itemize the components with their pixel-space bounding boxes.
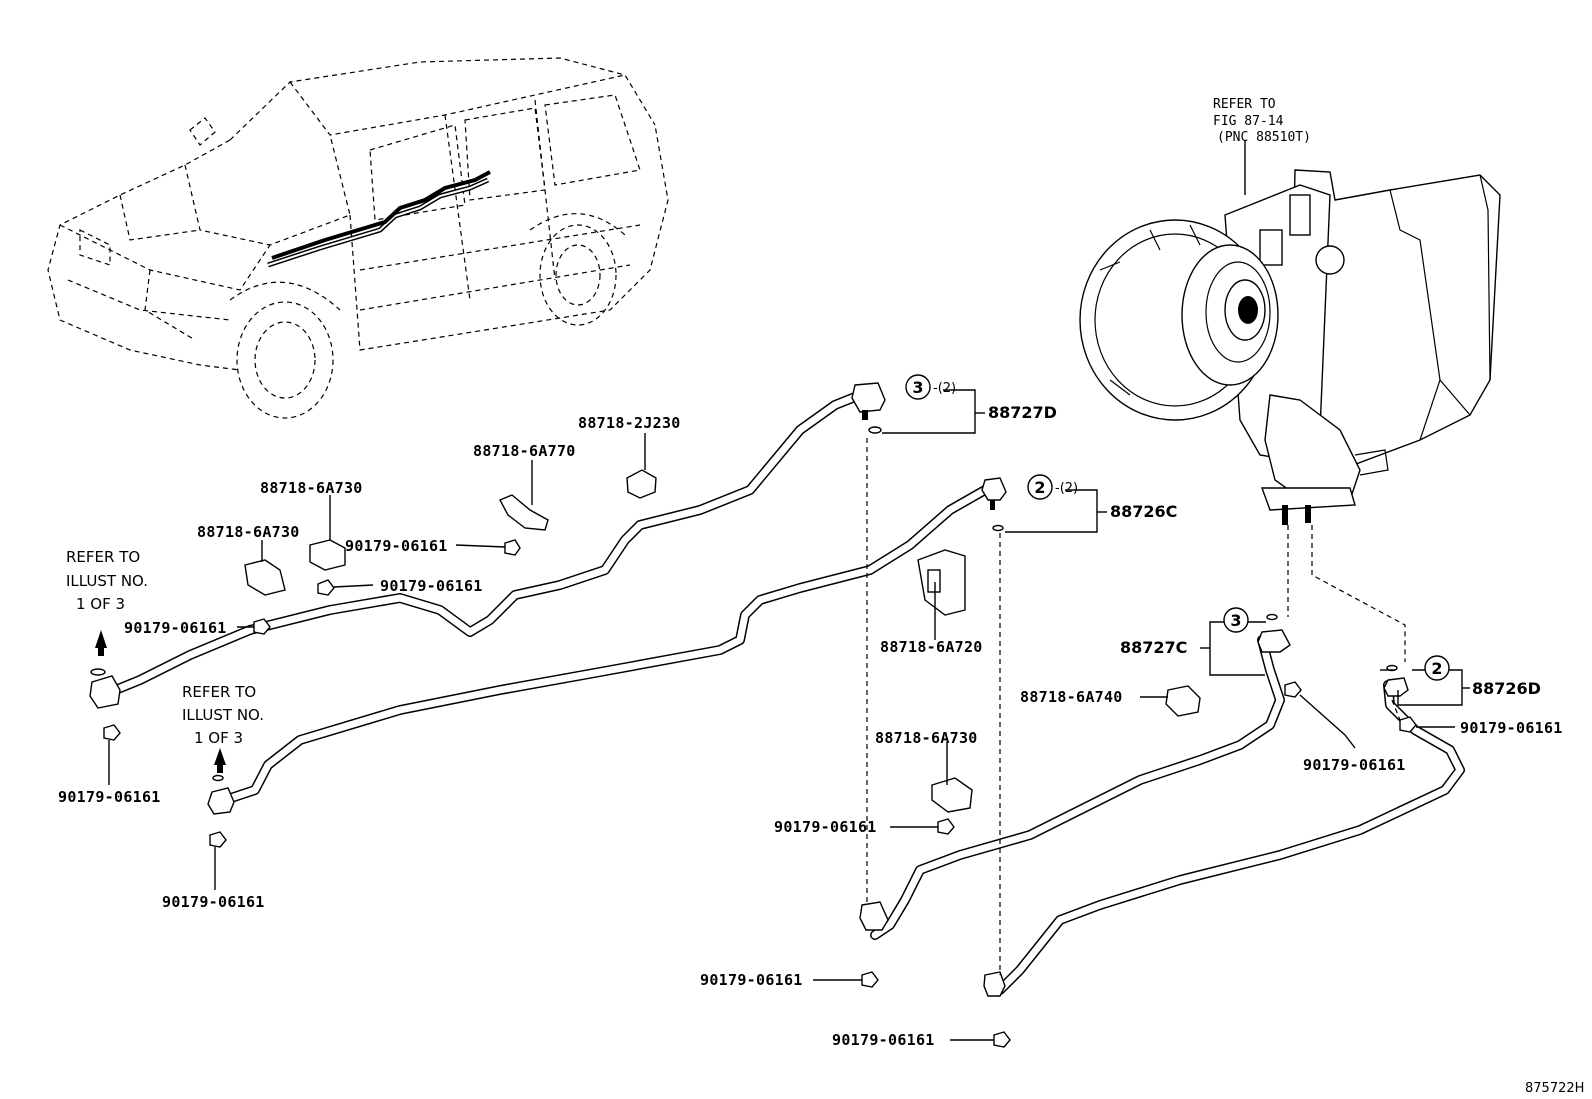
heater-blower-unit	[1079, 169, 1501, 525]
label-88727D: 88727D	[988, 403, 1057, 422]
brackets	[244, 469, 1201, 813]
label-90179-06161-d: 90179-06161	[58, 788, 161, 806]
refer-mid-line-3: 1 OF 3	[194, 729, 243, 747]
circle-3-right: 3	[1223, 607, 1249, 633]
circle-2-right: 2	[1424, 655, 1450, 681]
refer-unit-line-2: FIG 87-14	[1213, 114, 1284, 129]
reference-unit: REFER TO FIG 87-14 (PNC 88510T)	[1213, 97, 1311, 145]
label-90179-06161-g: 90179-06161	[700, 971, 803, 989]
reference-mid: REFER TO ILLUST NO. 1 OF 3	[182, 683, 264, 747]
pipe-88727D	[98, 390, 865, 700]
label-88726C: 88726C	[1110, 502, 1177, 521]
part-labels: 88727D 88726C 88727C 88726D 88718-2J230 …	[58, 403, 1563, 1049]
pipe-88726C	[220, 485, 990, 805]
label-90179-06161-a: 90179-06161	[345, 537, 448, 555]
label-90179-06161-f: 90179-06161	[774, 818, 877, 836]
reference-left: REFER TO ILLUST NO. 1 OF 3	[66, 548, 148, 613]
figure-code: 875722H	[1525, 1081, 1584, 1096]
circle-2-top: 2 -(2)	[1027, 474, 1078, 500]
label-88718-6A740: 88718-6A740	[1020, 688, 1123, 706]
label-90179-06161-c: 90179-06161	[124, 619, 227, 637]
circle-3-right-text: 3	[1230, 611, 1241, 630]
label-88726D: 88726D	[1472, 679, 1541, 698]
label-90179-06161-e: 90179-06161	[162, 893, 265, 911]
label-88727C: 88727C	[1120, 638, 1187, 657]
qty-3-top: -(2)	[933, 381, 956, 396]
refer-mid-line-1: REFER TO	[182, 683, 256, 701]
label-90179-06161-j: 90179-06161	[1460, 719, 1563, 737]
label-88718-2J230: 88718-2J230	[578, 414, 681, 432]
alignment-lines	[866, 438, 1406, 975]
label-88718-6A720: 88718-6A720	[880, 638, 983, 656]
fittings	[89, 382, 1409, 997]
label-90179-06161-h: 90179-06161	[832, 1031, 935, 1049]
pipe-88727C	[870, 635, 1285, 940]
label-88718-6A730-left: 88718-6A730	[197, 523, 300, 541]
pipe-88726D	[995, 680, 1465, 995]
circle-3-top: 3 -(2)	[905, 374, 956, 400]
label-88718-6A730-upper: 88718-6A730	[260, 479, 363, 497]
circle-2-right-text: 2	[1431, 659, 1442, 678]
refer-left-line-2: ILLUST NO.	[66, 572, 148, 590]
vehicle-illustration	[47, 57, 669, 419]
label-90179-06161-b: 90179-06161	[380, 577, 483, 595]
vehicle-pipe-routing	[267, 170, 491, 268]
circle-3-top-text: 3	[912, 378, 923, 397]
refer-mid-line-2: ILLUST NO.	[182, 706, 264, 724]
circle-2-top-text: 2	[1034, 478, 1045, 497]
label-90179-06161-i: 90179-06161	[1303, 756, 1406, 774]
label-88718-6A770: 88718-6A770	[473, 442, 576, 460]
nuts-90179-06161	[103, 539, 1417, 1048]
refer-unit-line-1: REFER TO	[1213, 97, 1276, 112]
refer-unit-line-3: (PNC 88510T)	[1217, 130, 1311, 145]
refer-left-line-1: REFER TO	[66, 548, 140, 566]
label-88718-6A730-lower: 88718-6A730	[875, 729, 978, 747]
qty-2-top: -(2)	[1055, 481, 1078, 496]
leader-lines	[108, 389, 1470, 1041]
refer-left-line-3: 1 OF 3	[76, 595, 125, 613]
